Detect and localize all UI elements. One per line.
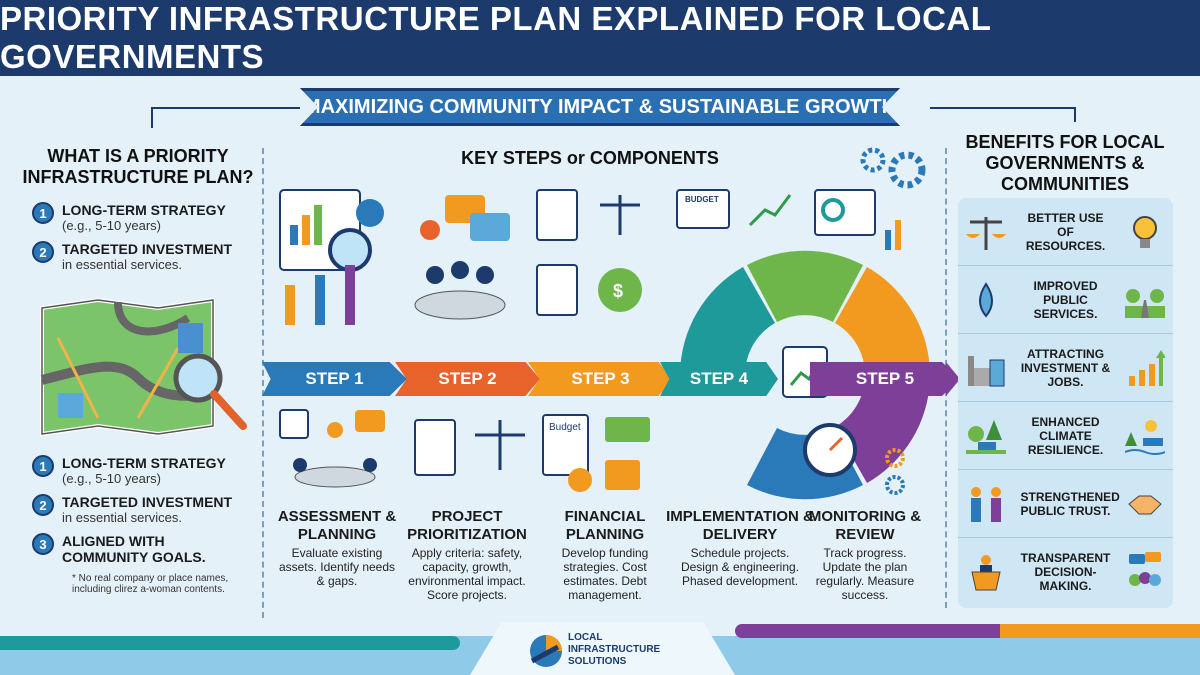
step-2-arrow: STEP 2 [395,362,540,396]
footer-stripe-purple [735,624,1015,638]
number-badge: 2 [32,241,54,263]
step-1-arrow: STEP 1 [262,362,407,396]
factory-icon [968,355,1005,386]
item-sub: in essential services. [62,510,182,525]
list-item: 1 LONG-TERM STRATEGY(e.g., 5-10 years) [32,455,262,486]
step-label: STEP 3 [571,369,630,388]
podium-icon [971,555,1001,591]
growth-chart-icon [1129,349,1165,386]
step-desc: Schedule projects. Design & engineering.… [680,546,800,588]
step-label: STEP 4 [689,369,749,388]
benefit-row: ENHANCED CLIMATE RESILIENCE. [958,402,1173,470]
benefit-text: TRANSPARENT DECISION-MAKING. [1020,551,1111,593]
step-desc: Apply criteria: safety, capacity, growth… [408,546,526,602]
item-title: ALIGNED WITH COMMUNITY GOALS. [62,533,206,565]
footer-stripe-orange [1000,624,1200,638]
benefit-row: ATTRACTING INVESTMENT & JOBS. [958,334,1173,402]
lightbulb-icon [1133,215,1157,248]
item-title: TARGETED INVESTMENT [62,241,233,257]
step-top-icons: $ BUDGET [279,189,901,325]
step-title: IMPLEMENTATION & DELIVERY [666,508,814,543]
step-desc: Track progress. Update the plan regularl… [815,546,915,602]
benefits-list: BETTER USE OF RESOURCES. IMPROVED PUBLIC … [958,198,1173,608]
benefit-row: BETTER USE OF RESOURCES. [958,198,1173,266]
water-drop-icon [979,281,993,318]
benefit-text: STRENGTHENED PUBLIC TRUST. [1020,489,1120,518]
benefit-text: ATTRACTING INVESTMENT & JOBS. [1020,346,1111,389]
step-desc: Evaluate existing assets. Identify needs… [278,546,396,588]
item-sub: in essential services. [62,257,182,272]
left-heading: WHAT IS A PRIORITY INFRASTRUCTURE PLAN? [22,146,254,187]
step-title: ASSESSMENT & PLANNING [277,508,397,543]
item-sub: (e.g., 5-10 years) [62,471,161,486]
step-label: STEP 5 [855,369,915,388]
step-label: STEP 1 [305,369,364,388]
step-label: STEP 2 [438,369,497,388]
number-badge: 2 [32,494,54,516]
benefit-row: STRENGTHENED PUBLIC TRUST. [958,470,1173,538]
number-badge: 3 [32,533,54,555]
logo-text: LOCAL INFRASTRUCTURE SOLUTIONS [568,632,661,667]
number-badge: 1 [32,455,54,477]
step-title: FINANCIAL PLANNING [564,508,646,543]
svg-text:$: $ [613,281,623,301]
benefit-text: IMPROVED PUBLIC SERVICES. [1033,278,1098,321]
people-handshake-icon [971,486,1001,522]
step-title: PROJECT PRIORITIZATION [407,508,527,543]
budget-label: BUDGET [685,195,719,204]
trees-solar-icon [966,419,1006,454]
step-bottom-icons: Budget [279,409,650,492]
discussion-icon [1129,552,1161,586]
divider [262,148,264,618]
scales-icon [966,216,1006,250]
benefit-text: ENHANCED CLIMATE RESILIENCE. [1027,414,1104,457]
budget-label: Budget [549,422,581,433]
number-badge: 1 [32,202,54,224]
item-title: LONG-TERM STRATEGY [62,455,226,471]
map-magnifier-icon [40,298,247,437]
item-title: LONG-TERM STRATEGY [62,202,226,218]
gears-icon [860,147,926,189]
handshake-icon [1128,495,1162,514]
step-desc: Develop funding strategies. Cost estimat… [561,546,649,602]
company-logo-icon [530,635,562,667]
list-item: 1 LONG-TERM STRATEGY(e.g., 5-10 years) [32,202,258,233]
footnote: * No real company or place names, includ… [72,573,229,595]
steps-heading: KEY STEPS or COMPONENTS [461,148,719,168]
item-sub: (e.g., 5-10 years) [62,218,161,233]
connector-lines [151,107,1076,128]
road-trees-icon [1125,288,1165,318]
step-4-arrow: STEP 4 [660,362,778,396]
item-title: TARGETED INVESTMENT [62,494,233,510]
list-item: 3 ALIGNED WITH COMMUNITY GOALS. [32,533,262,565]
benefit-row: TRANSPARENT DECISION-MAKING. [958,538,1173,606]
step-3-arrow: STEP 3 [528,362,673,396]
benefit-text: BETTER USE OF RESOURCES. [1025,210,1106,253]
benefits-heading: BENEFITS FOR LOCAL GOVERNMENTS & COMMUNI… [965,132,1165,194]
benefit-row: IMPROVED PUBLIC SERVICES. [958,266,1173,334]
monitoring-gauge-icon [803,423,905,495]
left-panel: WHAT IS A PRIORITY INFRASTRUCTURE PLAN? … [18,146,258,280]
step-5-arrow: STEP 5 [810,362,960,396]
logo-plate [470,622,735,675]
footer-stripe-teal [0,636,460,650]
page-title: PRIORITY INFRASTRUCTURE PLAN EXPLAINED F… [0,0,1200,76]
sun-solar-icon [1125,419,1165,455]
subtitle-ribbon: MAXIMIZING COMMUNITY IMPACT & SUSTAINABL… [300,88,900,126]
step-title: MONITORING & REVIEW [808,508,922,543]
arrow-tip [946,362,960,396]
